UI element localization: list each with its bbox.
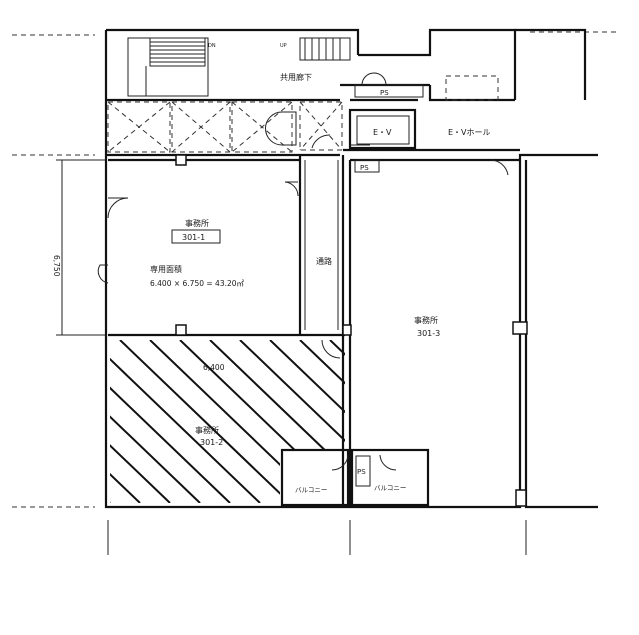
stair-up-label: UP: [280, 43, 287, 49]
ps-label-top: PS: [380, 89, 389, 97]
hatch-line: [420, 340, 590, 503]
office-301-2-id: 301-2: [200, 438, 223, 447]
hatch-line: [450, 340, 620, 503]
office-301-1-box: [171, 229, 221, 244]
hatch-line: [360, 340, 530, 503]
ps-label-middle: PS: [360, 164, 369, 172]
hatch-line: [110, 340, 171, 503]
balcony-label-right: バルコニー: [374, 484, 406, 492]
staircase: DN UP: [127, 37, 351, 97]
hatch-line: [390, 340, 560, 503]
width-dimension: 6,400: [203, 363, 225, 372]
columns: [175, 154, 528, 507]
area-label: 専用面積: [150, 264, 182, 274]
area-formula: 6.400 × 6.750 = 43.20㎡: [150, 279, 245, 288]
office-301-3-id: 301-3: [417, 329, 440, 338]
ps-label-bottom: PS: [357, 468, 366, 476]
hatch-line: [269, 340, 345, 503]
office-301-1-label: 事務所: [185, 218, 209, 228]
hatch-area: [0, 340, 639, 503]
hatch-line: [209, 340, 345, 503]
hatch-line: [299, 340, 345, 503]
hatch-line: [110, 340, 111, 503]
office-301-1-id: 301-1: [182, 233, 205, 242]
hatch-line: [110, 340, 231, 503]
doors: [97, 72, 509, 471]
void-markers: [107, 75, 499, 153]
passage-label: 通路: [316, 256, 332, 266]
ev-hall-label: E・Vホール: [448, 128, 491, 137]
height-dimension: 6,750: [52, 255, 61, 277]
hatch-line: [110, 340, 201, 503]
balcony-label-left: バルコニー: [295, 486, 327, 494]
common-corridor-label: 共用廊下: [280, 72, 312, 82]
hatch-line: [0, 340, 80, 503]
office-301-3-label: 事務所: [414, 315, 438, 325]
hatch-line: [119, 340, 291, 503]
ev-label: E・V: [373, 128, 392, 137]
hatch-line: [239, 340, 345, 503]
grid-lines: [12, 31, 618, 555]
stair-down-label: DN: [208, 43, 216, 49]
hatch-line: [110, 340, 261, 503]
hatch-line: [480, 340, 639, 503]
dimension-vertical: [56, 159, 106, 336]
office-301-2-label: 事務所: [195, 425, 219, 435]
hatch-line: [110, 340, 141, 503]
